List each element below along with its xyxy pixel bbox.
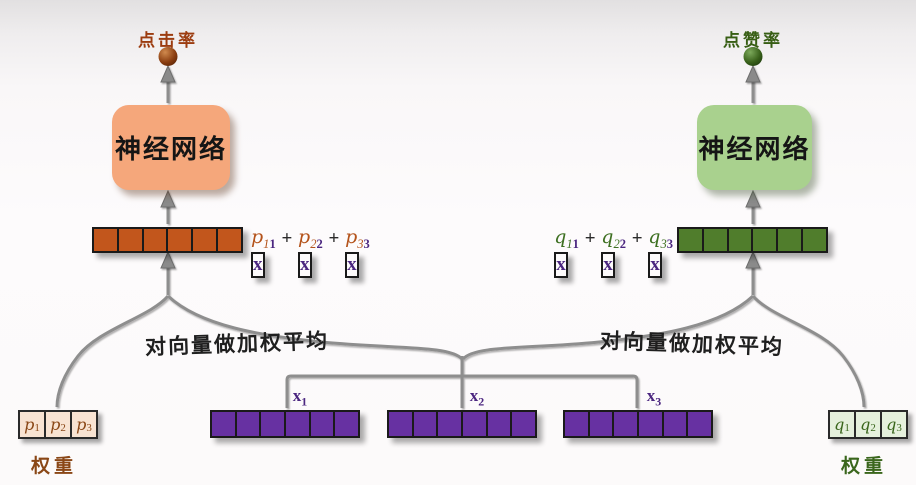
- input-vector-1: [210, 410, 360, 438]
- vector-cell: [485, 412, 511, 436]
- vector-cell: [141, 229, 167, 251]
- vector-cell: [436, 412, 461, 436]
- vector-cell: [212, 412, 235, 436]
- like-network-label: 神经网络: [698, 135, 811, 164]
- vector-cell: [284, 412, 309, 436]
- vector-cell: [637, 412, 662, 436]
- x3-sub: 3: [655, 394, 662, 409]
- vector-cell: [389, 412, 412, 436]
- arrowhead-ctr-input: [160, 189, 176, 208]
- vector-cell: [234, 412, 260, 436]
- vector-cell: [751, 229, 776, 251]
- vector-cell: [801, 229, 826, 251]
- vector-cell: [661, 412, 687, 436]
- ctr-output-dot: [158, 47, 178, 66]
- vector-cell: [679, 229, 702, 251]
- ctr-annotation: 对向量做加权平均: [144, 328, 330, 360]
- vector-cell: [333, 412, 358, 436]
- vector-cell: [308, 412, 334, 436]
- vector-cell: [510, 412, 535, 436]
- ctr-output-label: 点击率: [138, 31, 198, 50]
- vector-cell: [701, 229, 727, 251]
- input-vector-label-1: x1: [293, 386, 307, 409]
- x2-sub: 2: [478, 394, 485, 409]
- vector-cell: [166, 229, 191, 251]
- vector-cell: [587, 412, 613, 436]
- arrowhead-ctr-output: [160, 64, 176, 83]
- input-vector-label-3: x3: [647, 386, 661, 409]
- ctr-network-label: 神经网络: [114, 135, 227, 164]
- like-output-label: 点赞率: [723, 31, 783, 50]
- plus-sign: +: [626, 228, 648, 249]
- ctr-fused-vector: [92, 227, 243, 253]
- x1-sub: 1: [301, 394, 308, 409]
- arrowhead-like-output: [745, 64, 761, 83]
- like-output-dot: [743, 47, 763, 66]
- plus-sign: +: [276, 228, 298, 249]
- vector-cell: [259, 412, 284, 436]
- vector-cell: [216, 229, 241, 251]
- like-weights-caption: 权重: [841, 456, 888, 477]
- vector-cell: [565, 412, 588, 436]
- like-fused-vector: [677, 227, 828, 253]
- vector-cell: [461, 412, 486, 436]
- vector-cell: [612, 412, 637, 436]
- ctr-network-box: 神经网络: [112, 105, 230, 190]
- plus-sign: +: [323, 228, 345, 249]
- x1-base: x: [292, 386, 302, 405]
- arrowhead-like-merge: [745, 250, 761, 269]
- x3-base: x: [646, 386, 656, 405]
- input-vector-3: [563, 410, 713, 438]
- vector-cell: [94, 229, 117, 251]
- vector-cell: [776, 229, 801, 251]
- plus-sign: +: [579, 228, 601, 249]
- arrowhead-like-input: [745, 189, 761, 208]
- input-bracket: [285, 374, 639, 408]
- vector-cell: [411, 412, 437, 436]
- like-annotation: 对向量做加权平均: [599, 328, 785, 360]
- vector-cell: [726, 229, 752, 251]
- like-network-box: 神经网络: [697, 105, 812, 190]
- vector-cell: [686, 412, 711, 436]
- vector-cell: [191, 229, 216, 251]
- arrowhead-ctr-merge: [160, 250, 176, 269]
- vector-cell: [116, 229, 142, 251]
- input-vector-2: [387, 410, 537, 438]
- x2-base: x: [469, 386, 479, 405]
- input-vector-label-2: x2: [470, 386, 484, 409]
- ctr-weights-caption: 权重: [31, 456, 78, 477]
